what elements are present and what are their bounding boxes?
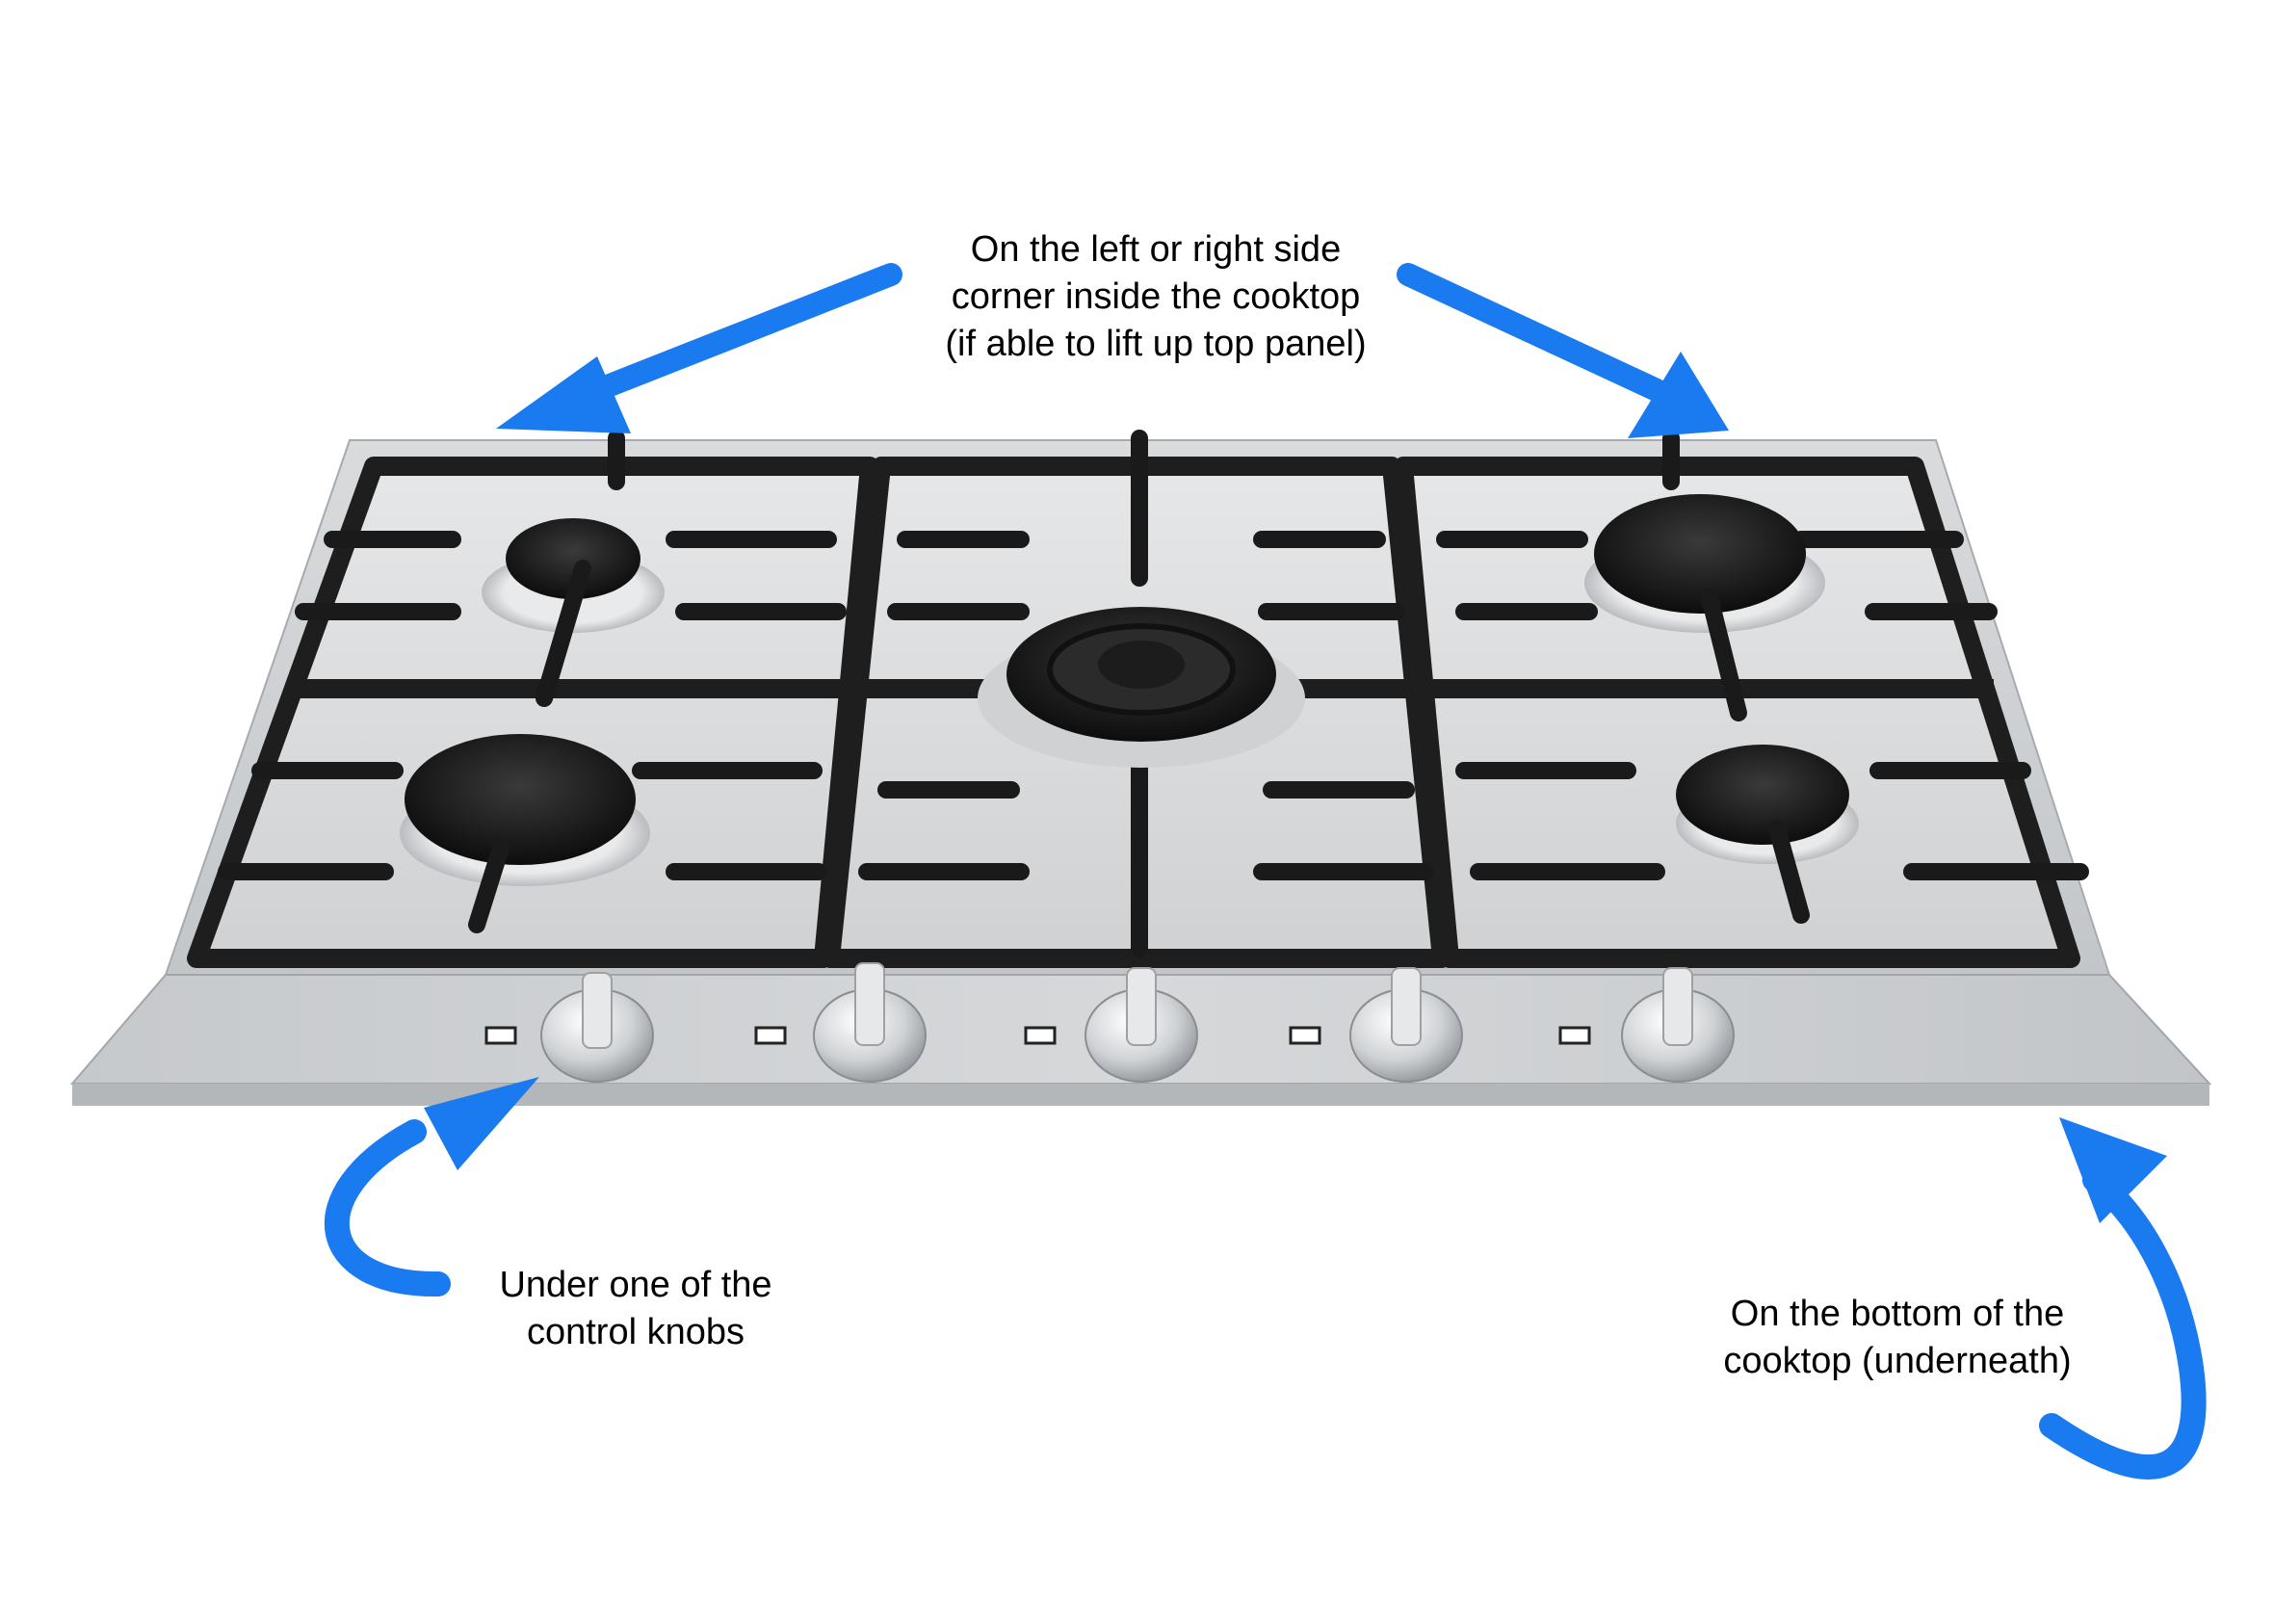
bottom-annotation: On the bottom of the cooktop (underneath… [1657,1291,2138,1385]
right-grate [1394,457,2080,968]
control-knob-icon[interactable] [1289,967,1463,1083]
annotation-arrows [324,263,2207,1480]
arrow-icon [496,263,902,433]
arrow-icon [1397,263,1729,438]
annotation-line: corner inside the cooktop [951,276,1361,317]
grate-fingers [218,430,2089,957]
arrow-icon [2039,1117,2207,1480]
burner-icon [1676,745,1859,924]
control-knob-icon[interactable] [754,962,927,1083]
annotation-line: cooktop (underneath) [1723,1341,2072,1381]
control-knob-icon[interactable] [484,972,654,1083]
burner-icon [400,734,650,933]
annotation-line: control knobs [526,1312,745,1352]
control-knob-annotation: Under one of the control knobs [395,1262,876,1356]
cooktop [69,430,2212,1106]
cooktop-front-edge [72,1084,2209,1106]
top-corner-annotation: On the left or right side corner inside … [867,226,1445,368]
annotation-line: On the left or right side [970,229,1342,270]
burner-icon [1584,494,1825,721]
annotation-line: (if able to lift up top panel) [945,324,1367,364]
control-knobs [484,962,1735,1083]
control-knob-icon[interactable] [1558,967,1735,1083]
burner-icon [978,607,1305,768]
control-knob-icon[interactable] [1024,967,1198,1083]
arrow-icon [324,1077,539,1297]
burners [400,494,1859,933]
burner-icon [482,518,665,707]
annotation-line: On the bottom of the [1730,1294,2065,1334]
annotation-line: Under one of the [499,1265,772,1305]
